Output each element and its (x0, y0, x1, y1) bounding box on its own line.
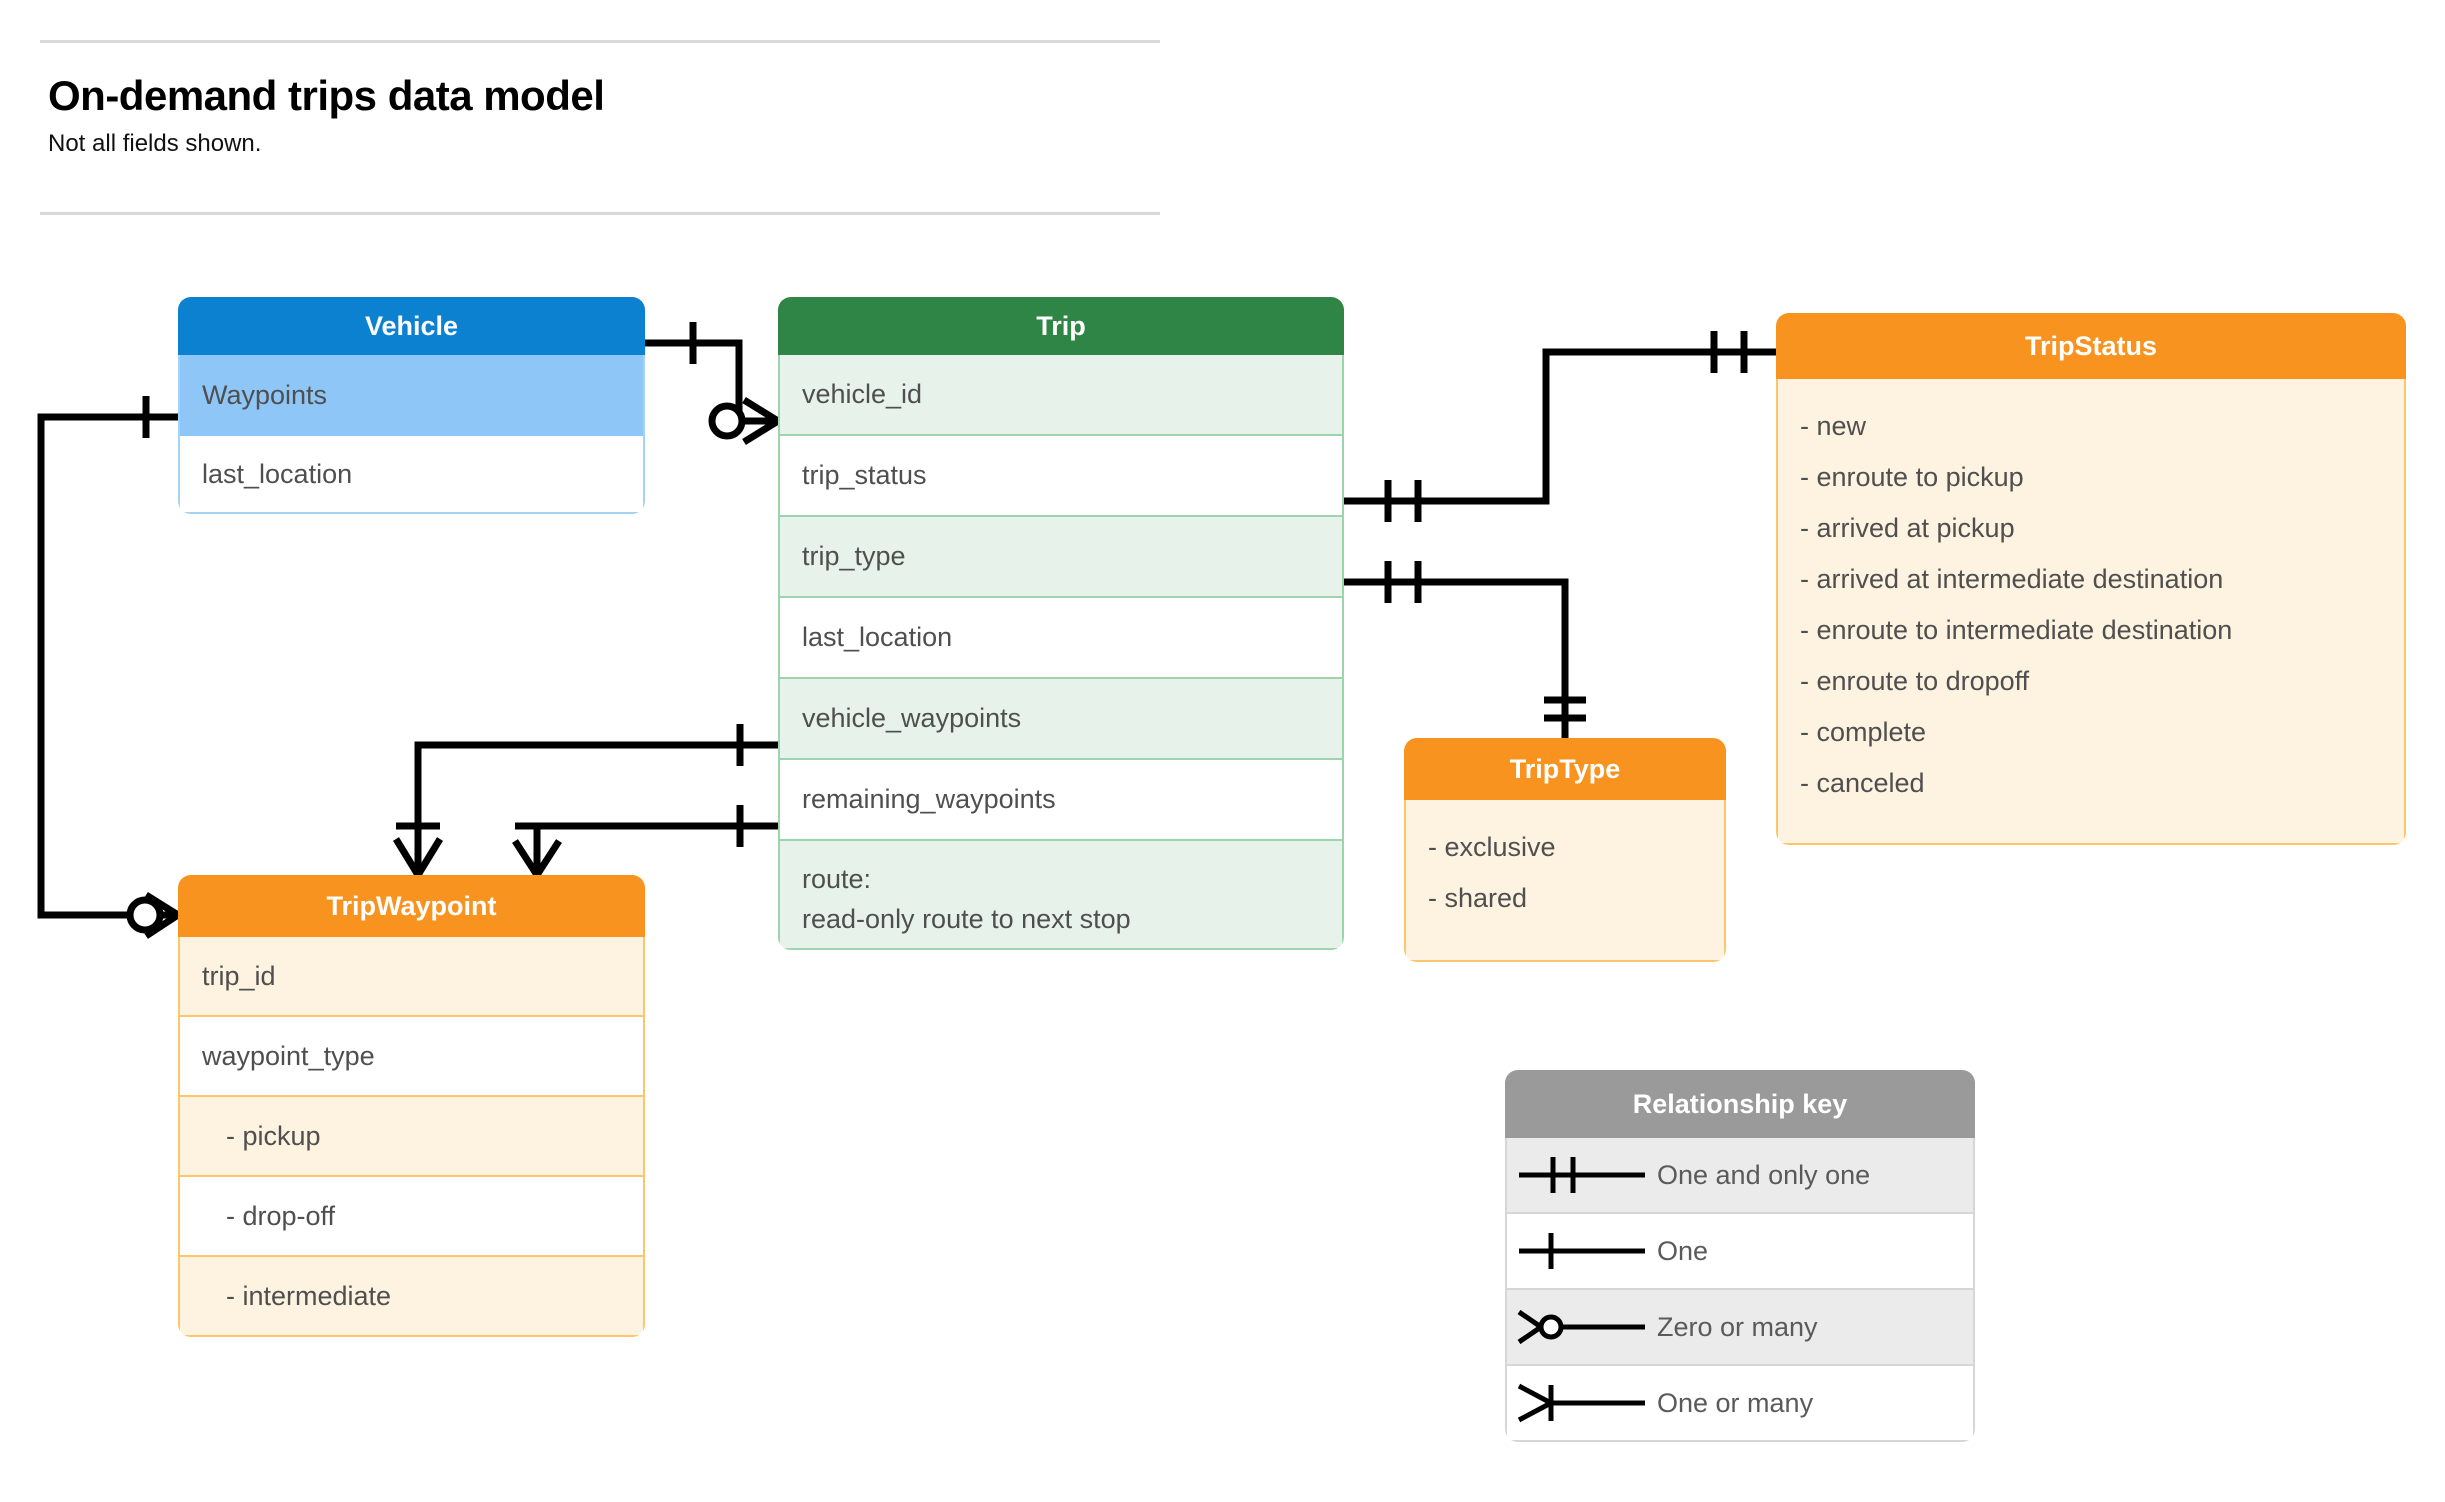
entity-trip-status[interactable]: TripStatus - new - enroute to pickup - a… (1776, 313, 2406, 845)
connector-trip-status-to-tripstatus (1344, 348, 1776, 505)
relationship-key-row-one: One (1505, 1214, 1975, 1290)
relationship-key: Relationship key One and only one One (1505, 1070, 1975, 1442)
field-trip-trip-status[interactable]: trip_status (778, 436, 1344, 517)
entity-trip-waypoint-title: TripWaypoint (178, 875, 645, 937)
zero-or-many-icon (1507, 1304, 1657, 1350)
field-trip-route[interactable]: route: read-only route to next stop (778, 841, 1344, 950)
one-or-many-icon (1507, 1380, 1657, 1426)
relationship-key-row-zero-or-many: Zero or many (1505, 1290, 1975, 1366)
crowfoot-tripwaypoint-b (144, 912, 180, 939)
value-trip-waypoint-dropoff: - drop-off (178, 1177, 645, 1257)
entity-trip-waypoint[interactable]: TripWaypoint trip_id waypoint_type - pic… (178, 875, 645, 1337)
relationship-key-label-one-and-only-one: One and only one (1657, 1159, 1871, 1190)
one-icon (1507, 1228, 1657, 1274)
field-trip-waypoint-waypoint-type[interactable]: waypoint_type (178, 1017, 645, 1097)
header-rule-top (40, 40, 1160, 43)
crowfoot-trip-vehicleid-a (742, 397, 780, 424)
field-trip-waypoint-trip-id[interactable]: trip_id (178, 937, 645, 1017)
crowfoot-rw-b (534, 839, 562, 877)
entity-trip-type-title: TripType (1404, 738, 1726, 800)
value-trip-status-3: - arrived at intermediate destination (1800, 564, 2224, 594)
field-trip-trip-type[interactable]: trip_type (778, 517, 1344, 598)
value-trip-status-6: - complete (1800, 717, 1927, 747)
one-and-only-one-icon (1507, 1152, 1657, 1198)
page-title: On-demand trips data model (48, 72, 605, 119)
relationship-key-row-one-or-many: One or many (1505, 1366, 1975, 1442)
crowfoot-vw-a (393, 837, 421, 877)
value-trip-status-0: - new (1800, 411, 1867, 441)
entity-trip[interactable]: Trip vehicle_id trip_status trip_type la… (778, 297, 1344, 950)
relationship-key-label-zero-or-many: Zero or many (1657, 1311, 1818, 1342)
value-trip-status-7: - canceled (1800, 768, 1925, 798)
crowfoot-trip-vehicleid-b (742, 418, 780, 445)
header-rule-bottom (40, 212, 1160, 215)
value-trip-type-0: - exclusive (1428, 832, 1556, 862)
field-trip-last-location[interactable]: last_location (778, 598, 1344, 679)
connector-remaining-waypoints-field (533, 822, 778, 875)
value-trip-type-1: - shared (1428, 883, 1528, 913)
connector-vehicle-waypoints-to-tripwaypoint (37, 413, 178, 919)
connector-trip-type-to-triptype (1344, 578, 1569, 738)
relationship-key-label-one-or-many: One or many (1657, 1387, 1814, 1418)
entity-trip-type-values: - exclusive - shared (1404, 800, 1726, 962)
field-vehicle-waypoints[interactable]: Waypoints (178, 355, 645, 436)
value-trip-status-2: - arrived at pickup (1800, 513, 2015, 543)
entity-trip-status-values: - new - enroute to pickup - arrived at p… (1776, 379, 2406, 845)
relationship-key-title: Relationship key (1505, 1070, 1975, 1138)
field-trip-vehicle-waypoints[interactable]: vehicle_waypoints (778, 679, 1344, 760)
field-trip-route-description: read-only route to next stop (802, 904, 1131, 934)
connector-vehicle-waypoints-field (414, 741, 778, 875)
entity-vehicle[interactable]: Vehicle Waypoints last_location (178, 297, 645, 514)
entity-vehicle-title: Vehicle (178, 297, 645, 355)
relationship-key-label-one: One (1657, 1235, 1709, 1266)
page-subtitle: Not all fields shown. (48, 130, 262, 157)
field-trip-route-label: route: (802, 864, 872, 894)
value-trip-status-4: - enroute to intermediate destination (1800, 615, 2233, 645)
value-trip-waypoint-pickup: - pickup (178, 1097, 645, 1177)
crowfoot-vw-b (415, 837, 443, 877)
value-trip-status-5: - enroute to dropoff (1800, 666, 2030, 696)
crowfoot-tripwaypoint-a (144, 892, 180, 918)
entity-trip-type[interactable]: TripType - exclusive - shared (1404, 738, 1726, 962)
connector-vehicle-to-trip (645, 339, 778, 425)
zero-marker-tripwaypoint (126, 896, 164, 934)
field-trip-remaining-waypoints[interactable]: remaining_waypoints (778, 760, 1344, 841)
entity-trip-status-title: TripStatus (1776, 313, 2406, 379)
relationship-key-row-one-and-only-one: One and only one (1505, 1138, 1975, 1214)
value-trip-waypoint-intermediate: - intermediate (178, 1257, 645, 1337)
entity-trip-title: Trip (778, 297, 1344, 355)
value-trip-status-1: - enroute to pickup (1800, 462, 2024, 492)
field-vehicle-last-location[interactable]: last_location (178, 436, 645, 514)
crowfoot-rw-a (512, 839, 540, 877)
field-trip-vehicle-id[interactable]: vehicle_id (778, 355, 1344, 436)
zero-marker-trip-vehicleid (708, 402, 746, 440)
